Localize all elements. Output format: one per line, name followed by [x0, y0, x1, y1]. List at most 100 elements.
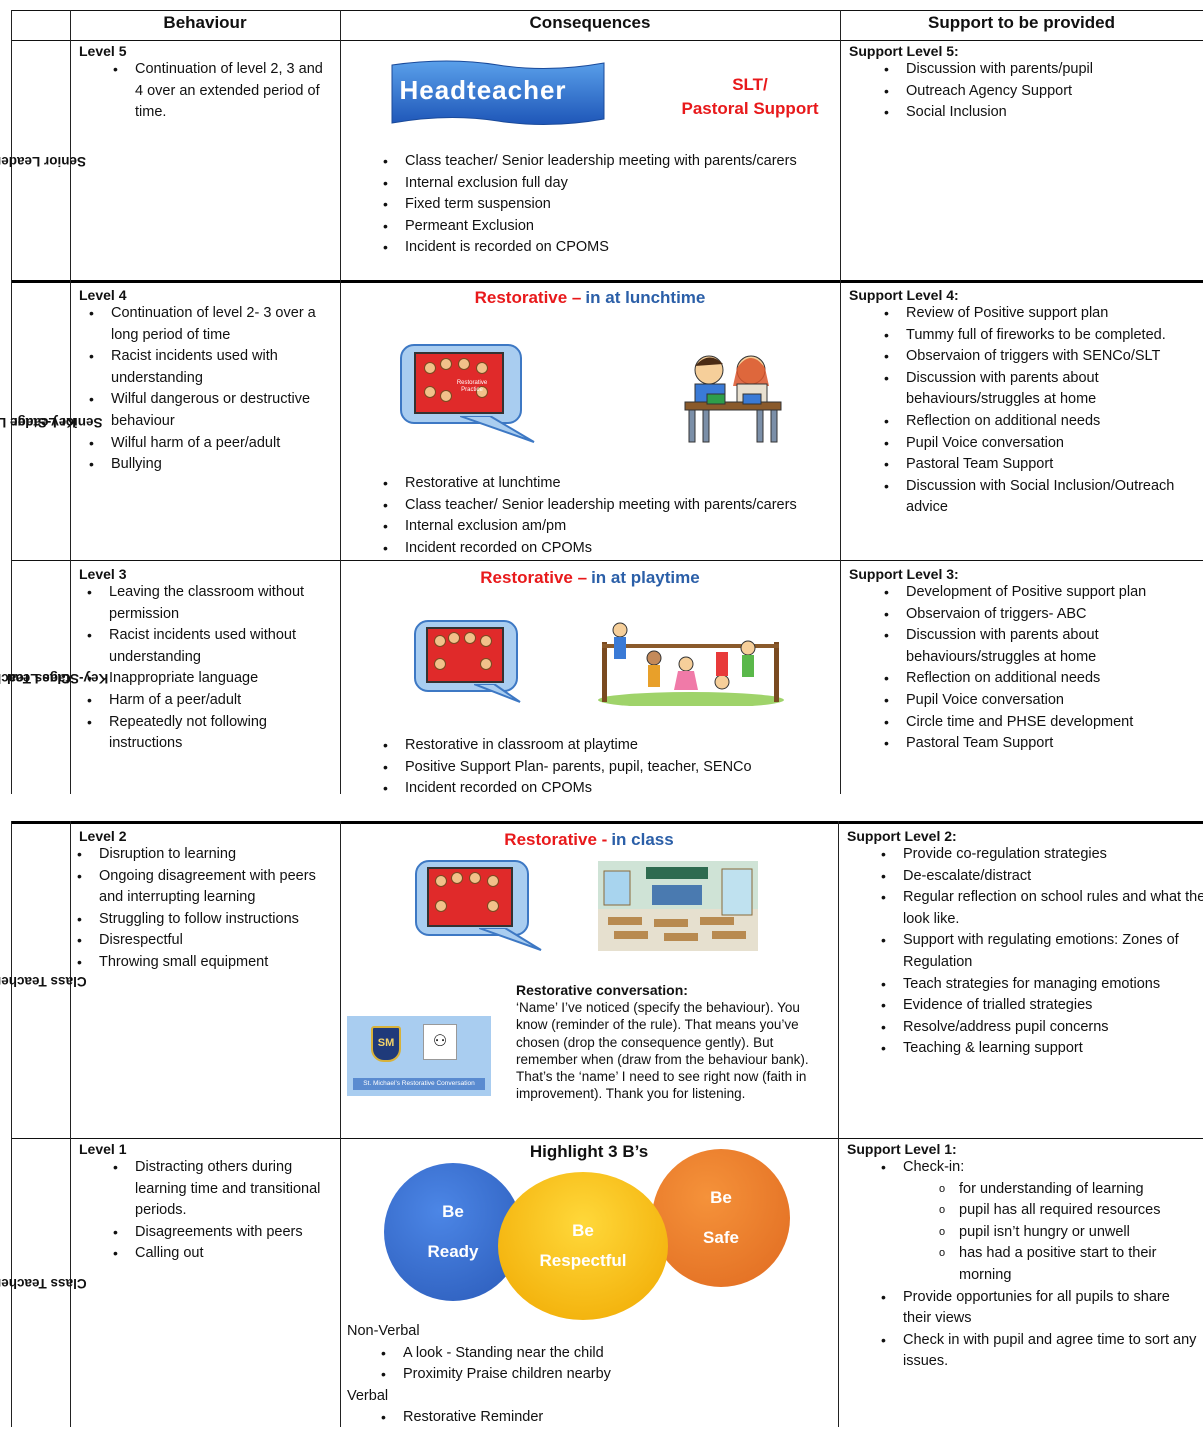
- level-2-behaviour: Level 2 Disruption to learning Ongoing d…: [77, 828, 337, 974]
- support-item: Teaching & learning support: [881, 1038, 1203, 1060]
- nonverbal-item: A look - Standing near the child: [381, 1343, 827, 1365]
- support-item: Observaion of triggers with SENCo/SLT: [884, 346, 1201, 368]
- row-divider: [11, 280, 1203, 283]
- behaviour-item: Bullying: [89, 454, 337, 476]
- behaviour-item: Disruption to learning: [77, 844, 337, 866]
- support-item: Discussion with parents about behaviours…: [884, 368, 1201, 411]
- conversation-text: ‘Name’ I’ve noticed (specify the behavio…: [516, 1000, 809, 1102]
- behaviour-item: Racist incidents used with understanding: [89, 346, 337, 389]
- checkin-item: for understanding of learning: [939, 1179, 1189, 1201]
- level-2-support: Support Level 2: Provide co-regulation s…: [847, 828, 1203, 1060]
- consequence-item: Internal exclusion am/pm: [383, 516, 835, 538]
- support-item: Teach strategies for managing emotions: [881, 974, 1203, 996]
- support-item: Social Inclusion: [884, 102, 1199, 124]
- children-at-desk-image: [683, 350, 783, 445]
- level-1-support: Support Level 1: Check-in: for understan…: [847, 1141, 1199, 1373]
- behaviour-item: Repeatedly not following instructions: [87, 712, 337, 755]
- col-divider: [840, 10, 841, 794]
- behaviour-item: Wilful harm of a peer/adult: [89, 433, 337, 455]
- verbal-label: Verbal: [347, 1387, 389, 1404]
- level-5-consequences: Class teacher/ Senior leadership meeting…: [383, 151, 835, 259]
- support-item: Check in with pupil and agree time to so…: [881, 1330, 1199, 1373]
- level-title: Level 5: [79, 43, 127, 59]
- row-divider: [11, 560, 1203, 561]
- level-1-behaviour: Level 1 Distracting others during learni…: [79, 1141, 337, 1265]
- support-item: Support with regulating emotions: Zones …: [881, 930, 1203, 973]
- conversation-symbol-icon: ⚇: [423, 1024, 457, 1060]
- poster-label: Restorative Practice: [456, 380, 488, 393]
- support-item: Pastoral Team Support: [884, 454, 1201, 476]
- support-item: Circle time and PHSE development: [884, 712, 1201, 734]
- consequence-item: Restorative in classroom at playtime: [383, 735, 835, 757]
- header-support: Support to be provided: [928, 13, 1115, 32]
- level-4-support: Support Level 4: Review of Positive supp…: [849, 287, 1201, 519]
- row-label-key-stage-senior: Key-Stage Lead/Senior Leader: [0, 414, 104, 430]
- level-3-support: Support Level 3: Development of Positive…: [849, 566, 1201, 755]
- col-divider: [340, 10, 341, 794]
- support-item: Development of Positive support plan: [884, 582, 1201, 604]
- consequence-item: Incident is recorded on CPOMS: [383, 237, 835, 259]
- behaviour-item: Struggling to follow instructions: [77, 909, 337, 931]
- highlight-title: Highlight 3 B’s: [529, 1142, 649, 1161]
- support-item: Pupil Voice conversation: [884, 690, 1201, 712]
- checkin-item: pupil has all required resources: [939, 1200, 1189, 1222]
- level-title: Level 2: [79, 828, 127, 844]
- row-label-senior-leader: Senior Leader: [0, 153, 87, 169]
- behaviour-item: Distracting others during learning time …: [113, 1157, 337, 1222]
- support-title: Support Level 1:: [847, 1141, 957, 1157]
- restorative-conversation: Restorative conversation: ‘Name’ I’ve no…: [516, 982, 832, 1102]
- consequence-item: Incident recorded on CPOMs: [383, 538, 835, 560]
- top-border: [11, 10, 1203, 11]
- col-divider: [70, 10, 71, 794]
- behaviour-item: Disrespectful: [77, 930, 337, 952]
- support-item: Discussion with Social Inclusion/Outreac…: [884, 476, 1201, 519]
- consequence-item: Permeant Exclusion: [383, 216, 835, 238]
- support-item: De-escalate/distract: [881, 866, 1203, 888]
- col-divider: [340, 821, 341, 1427]
- restorative-conversation-card: SM ⚇ St. Michael’s Restorative Conversat…: [347, 1016, 491, 1096]
- level-4-behaviour: Level 4 Continuation of level 2- 3 over …: [79, 287, 337, 476]
- support-title: Support Level 3:: [849, 566, 959, 582]
- headteacher-label: Headteacher: [399, 75, 567, 105]
- checkin-item: has had a positive start to their mornin…: [939, 1243, 1189, 1286]
- support-item: Observaion of triggers- ABC: [884, 604, 1201, 626]
- consequence-item: Positive Support Plan- parents, pupil, t…: [383, 757, 835, 779]
- behaviour-item: Continuation of level 2, 3 and 4 over an…: [113, 59, 334, 124]
- section-divider: [11, 821, 1203, 824]
- support-item: Regular reflection on school rules and w…: [881, 887, 1203, 930]
- consequence-item: Class teacher/ Senior leadership meeting…: [383, 495, 835, 517]
- level-3-behaviour: Level 3 Leaving the classroom without pe…: [79, 566, 337, 755]
- behaviour-item: Calling out: [113, 1243, 337, 1265]
- support-item: Reflection on additional needs: [884, 668, 1201, 690]
- nonverbal-verbal: Non-Verbal A look - Standing near the ch…: [347, 1321, 827, 1429]
- nonverbal-item: Proximity Praise children nearby: [381, 1364, 827, 1386]
- consequence-item: Class teacher/ Senior leadership meeting…: [383, 151, 835, 173]
- row-label-class-teacher: Class Teacher: [0, 973, 87, 989]
- left-border: [11, 10, 12, 794]
- restorative-poster-bubble: [415, 860, 547, 952]
- support-item: Discussion with parents about behaviours…: [884, 625, 1201, 668]
- row-label-class-teacher-key-stage: Class Teacher/Key-Stage Lead: [0, 670, 109, 686]
- slt-label: SLT/ Pastoral Support: [681, 75, 819, 118]
- children-playing-image: [598, 618, 784, 708]
- level-3-title: Restorative – in at playtime: [480, 568, 700, 587]
- col-divider: [70, 821, 71, 1427]
- support-item: Evidence of trialled strategies: [881, 995, 1203, 1017]
- col-divider: [838, 821, 839, 1427]
- level-5-support: Support Level 5: Discussion with parents…: [849, 43, 1199, 124]
- support-item: Provide co-regulation strategies: [881, 844, 1203, 866]
- support-title: Support Level 5:: [849, 43, 959, 59]
- headteacher-banner: Headteacher: [388, 57, 608, 129]
- restorative-poster-bubble: Restorative Practice: [400, 344, 538, 444]
- header-consequences: Consequences: [529, 13, 651, 32]
- left-border: [11, 821, 12, 1427]
- support-item: Review of Positive support plan: [884, 303, 1201, 325]
- row-label-class-teacher: Class Teacher: [0, 1276, 87, 1291]
- level-4-title: Restorative – in at lunchtime: [474, 288, 706, 307]
- behaviour-item: Wilful dangerous or destructive behaviou…: [89, 389, 337, 432]
- level-5-behaviour: Level 5 Continuation of level 2, 3 and 4…: [79, 43, 334, 124]
- consequence-item: Fixed term suspension: [383, 194, 835, 216]
- consequence-item: Incident recorded on CPOMs: [383, 778, 835, 800]
